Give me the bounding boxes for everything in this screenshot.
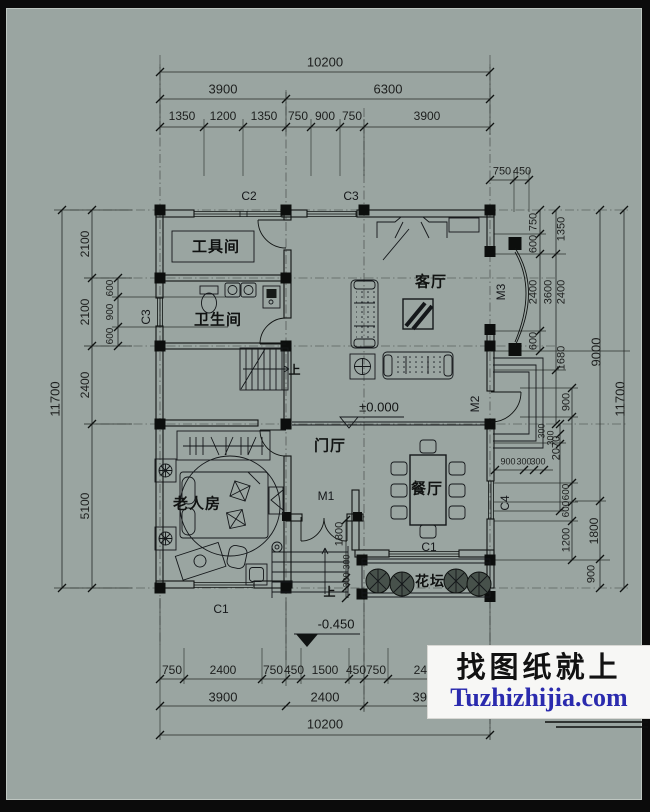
watermark-chinese-text: 找图纸就上 xyxy=(456,652,622,685)
sinks xyxy=(224,282,281,309)
wardrobe xyxy=(176,430,271,461)
toilet xyxy=(199,285,219,314)
walls xyxy=(155,209,495,589)
watermark: 找图纸就上 Tuzhizhijia.com xyxy=(428,646,650,718)
nightstand-lamps xyxy=(154,458,177,551)
flower-bed xyxy=(361,558,492,598)
desk-and-chair xyxy=(174,486,284,586)
watermark-site-url: Tuzhizhijia.com xyxy=(450,682,628,712)
round-bed xyxy=(179,455,281,557)
tree-icon xyxy=(466,571,492,597)
level-marker-zero xyxy=(339,416,404,429)
tree-icon xyxy=(365,568,391,594)
extension-lines xyxy=(54,64,630,740)
entry-steps xyxy=(271,546,349,598)
dimension-lines xyxy=(57,67,629,740)
windows xyxy=(157,211,494,588)
stairs xyxy=(239,347,290,391)
porch-steps xyxy=(493,357,544,449)
coffee-table xyxy=(402,298,434,331)
tree-icon xyxy=(443,568,469,594)
level-marker-minus450 xyxy=(294,633,360,647)
fireplace xyxy=(376,216,480,261)
columns xyxy=(154,204,522,602)
doors xyxy=(257,219,529,542)
tree-icon xyxy=(389,571,415,597)
workbench xyxy=(171,230,255,263)
axis-lines xyxy=(70,55,628,740)
dining-table xyxy=(390,439,466,539)
side-table xyxy=(349,353,376,380)
sofa-vertical xyxy=(350,279,379,349)
title-underline xyxy=(545,721,648,728)
sofa-horizontal xyxy=(382,351,454,380)
